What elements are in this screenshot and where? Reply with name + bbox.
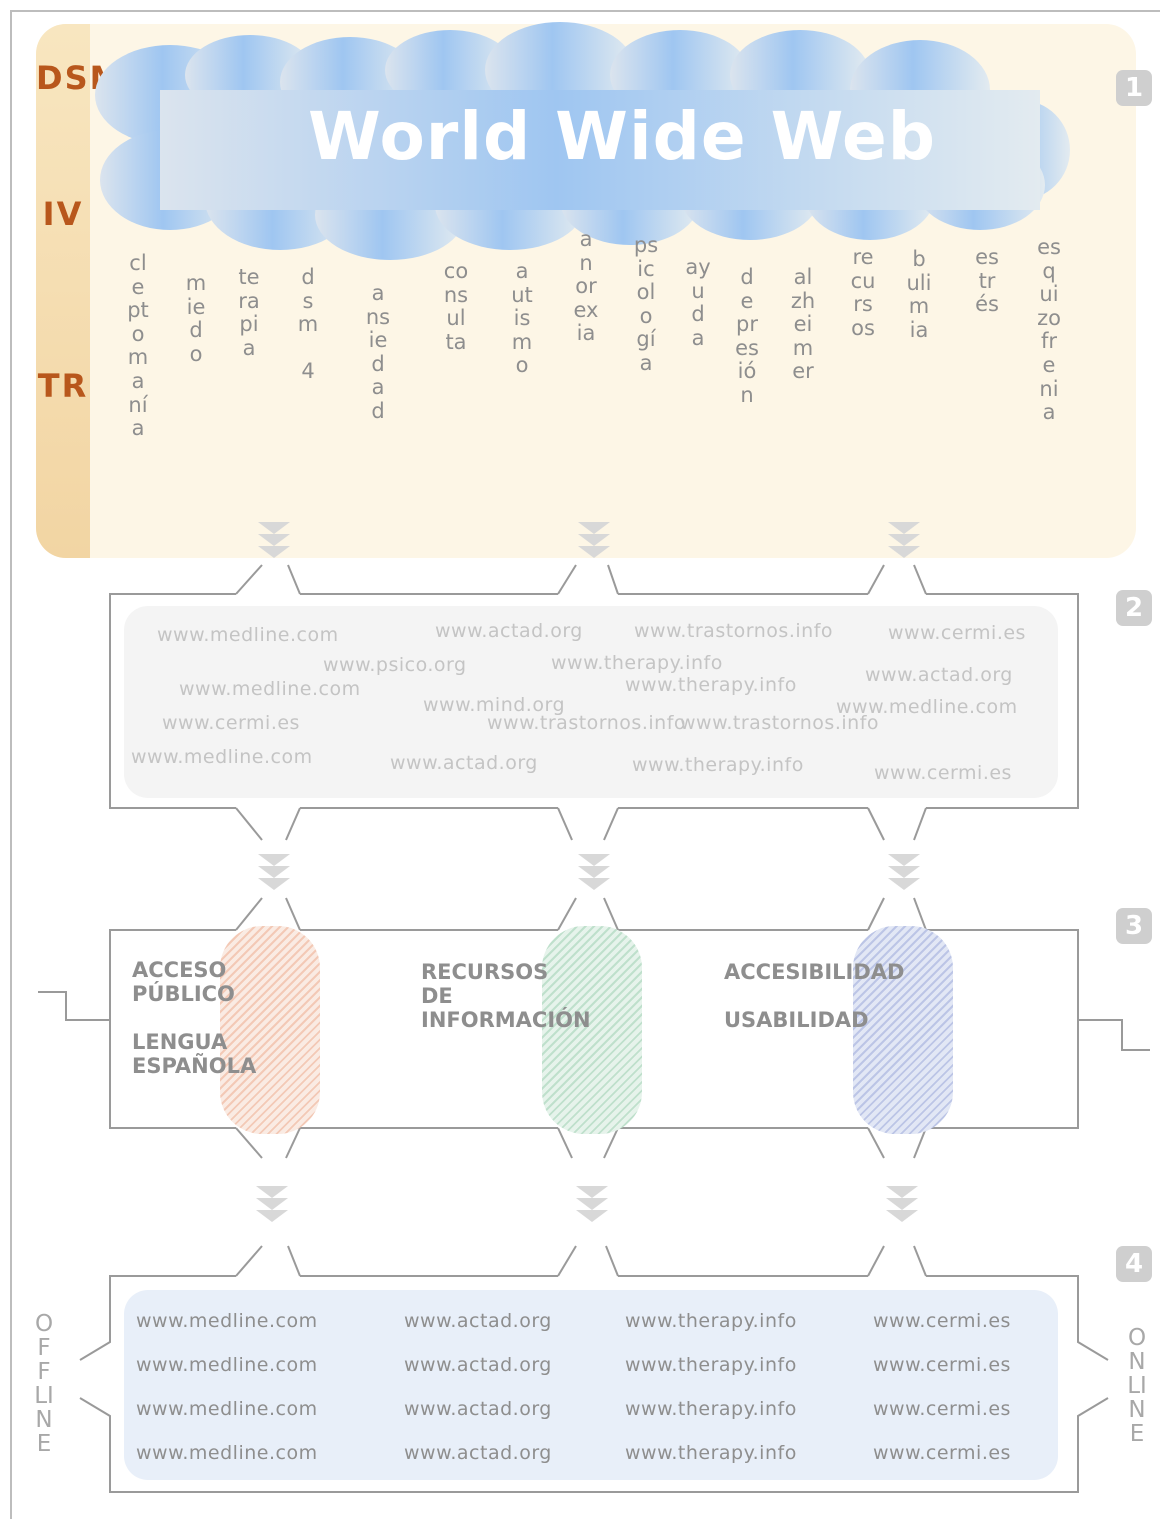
category-pill-public <box>220 926 320 1134</box>
keyword: alzheimer <box>790 265 816 384</box>
link-text: www.therapy.info <box>551 652 723 674</box>
link-text: www.medline.com <box>136 1398 318 1420</box>
step-number-2: 2 <box>1116 590 1152 626</box>
link-text: www.actad.org <box>390 752 538 774</box>
dsm-tr-label: TR <box>37 367 89 405</box>
category-label: LENGUA ESPAÑOLA <box>132 1030 257 1078</box>
link-text: www.cermi.es <box>888 622 1026 644</box>
keyword: anorexia <box>573 227 599 346</box>
link-text: www.trastornos.info <box>634 620 834 642</box>
link-text: www.medline.com <box>179 678 361 700</box>
dsm-label: DSM <box>36 59 124 97</box>
diagram-frame <box>10 10 1160 1519</box>
link-text: www.therapy.info <box>625 1398 797 1420</box>
keyword: miedo <box>185 271 207 366</box>
keyword: esquizofrenia <box>1037 235 1061 425</box>
category-label: RECURSOS DE INFORMACIÓN <box>421 960 591 1032</box>
category-label: ACCESO PÚBLICO <box>132 958 235 1006</box>
link-text: www.actad.org <box>435 620 583 642</box>
link-text: www.therapy.info <box>625 1310 797 1332</box>
keyword: estrés <box>975 245 999 317</box>
link-text: www.trastornos.info <box>680 712 880 734</box>
link-text: www.actad.org <box>404 1442 552 1464</box>
link-text: www.actad.org <box>404 1354 552 1376</box>
keyword: psicología <box>633 233 659 375</box>
link-text: www.actad.org <box>404 1310 552 1332</box>
category-label: USABILIDAD <box>724 1008 869 1032</box>
step-number-3: 3 <box>1116 908 1152 944</box>
category-pill-accessibility <box>853 926 953 1134</box>
link-text: www.actad.org <box>865 664 1013 686</box>
link-text: www.therapy.info <box>632 754 804 776</box>
keyword: cleptomanía <box>127 251 149 441</box>
keyword: bulimia <box>906 247 932 342</box>
category-pill-information <box>542 926 642 1134</box>
link-text: www.medline.com <box>131 746 313 768</box>
link-text: www.therapy.info <box>625 1354 797 1376</box>
step-number-4: 4 <box>1116 1246 1152 1282</box>
step-number-1: 1 <box>1116 70 1152 106</box>
link-text: www.therapy.info <box>625 1442 797 1464</box>
keyword: consulta <box>443 259 469 354</box>
link-text: www.medline.com <box>157 624 339 646</box>
link-text: www.mind.org <box>423 694 566 716</box>
dsm-sidebar: DSM IV TR <box>36 24 124 558</box>
link-text: www.cermi.es <box>873 1310 1011 1332</box>
link-text: www.medline.com <box>136 1354 318 1376</box>
link-text: www.psico.org <box>323 654 467 676</box>
offline-label: OFFLINE <box>34 1311 54 1457</box>
link-text: www.therapy.info <box>625 674 797 696</box>
keyword: depresión <box>735 265 759 407</box>
link-text: www.medline.com <box>136 1310 318 1332</box>
world-wide-web-title: World Wide Web <box>308 98 937 175</box>
link-text: www.cermi.es <box>874 762 1012 784</box>
keyword: ayuda <box>685 255 711 350</box>
category-label: ACCESIBILIDAD <box>724 960 905 984</box>
dsm-version-label: IV <box>42 195 84 233</box>
keyword: terapia <box>238 265 260 360</box>
link-text: www.medline.com <box>136 1442 318 1464</box>
keyword: ansiedad <box>365 281 391 423</box>
link-text: www.medline.com <box>836 696 1018 718</box>
link-text: www.trastornos.info <box>487 712 687 734</box>
link-text: www.cermi.es <box>873 1398 1011 1420</box>
keyword: autismo <box>511 259 533 378</box>
link-text: www.cermi.es <box>873 1354 1011 1376</box>
link-text: www.cermi.es <box>873 1442 1011 1464</box>
link-text: www.actad.org <box>404 1398 552 1420</box>
keyword: recursos <box>850 245 876 340</box>
link-text: www.cermi.es <box>162 712 300 734</box>
online-label: ONLINE <box>1127 1325 1147 1447</box>
